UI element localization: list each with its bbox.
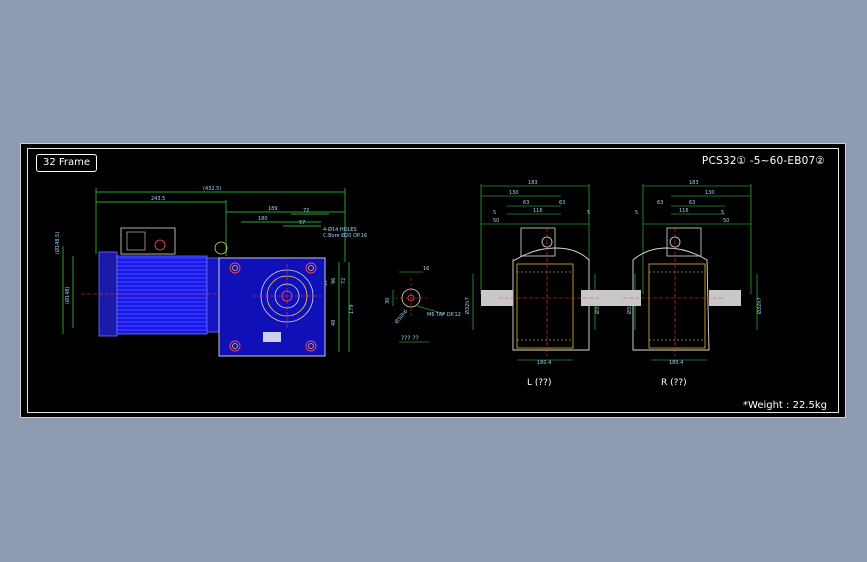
side-view-dimension-text: 4-Ø14 HOLES	[323, 226, 357, 233]
view-r-dimension-text: 180.4	[669, 360, 683, 366]
view-r-caption: R (??)	[661, 378, 687, 388]
side-view-dimension-text: 48	[331, 320, 337, 326]
view-l-dimension-text: 183	[528, 180, 538, 186]
view-r-dimension-text: Ø32h7	[756, 297, 763, 314]
side-view-dimension-text: (432.5)	[203, 186, 221, 192]
view-l-dimension-text: 50	[493, 218, 499, 224]
shaft-detail-label: 16	[423, 266, 429, 272]
side-view-dimension-text: 57	[323, 280, 329, 286]
motor-body	[81, 227, 228, 337]
view-l-dimension-text: 116	[533, 208, 543, 214]
side-view-dimension-text: 57	[299, 220, 305, 226]
view-r-dimension-text: 130	[705, 190, 715, 196]
view-r-dimension-texts: 183 130 63 63 116 5 5 50 Ø32h7 Ø32h7 180…	[626, 180, 763, 366]
drawing-border	[27, 148, 839, 413]
view-l: 183 130 63 63 116 5 5 50 Ø32h7 Ø32h7 180…	[464, 180, 611, 388]
view-l-dimension-text: Ø32h7	[464, 297, 471, 314]
shaft-detail: 16 30 Ø30h6 M6 TAP DP.12 ??? ??	[385, 266, 461, 343]
side-view-dimension-text: 179	[349, 304, 355, 314]
view-r-dimension-text: 183	[689, 180, 699, 186]
side-view-dimension-text: 243.5	[151, 196, 165, 202]
side-view-dimension-text: 189	[268, 206, 278, 212]
side-view-dimension-text: 96	[331, 278, 337, 284]
view-r-dimension-text: 50	[723, 218, 729, 224]
view-l-dimension-text: 130	[509, 190, 519, 196]
shaft-detail-labels: 16 30 Ø30h6 M6 TAP DP.12	[385, 266, 461, 325]
view-l-dimension-text: 5	[493, 210, 496, 216]
side-view-dimension-text: (Ø148.5)	[54, 232, 61, 254]
shaft-detail-caption: ??? ??	[401, 335, 419, 342]
view-l-caption: L (??)	[527, 378, 551, 388]
shaft-detail-label: Ø30h6	[393, 308, 409, 325]
view-l-dimension-texts: 183 130 63 63 116 5 5 50 Ø32h7 Ø32h7 180…	[464, 180, 601, 366]
model-code: PCS32① -5~60-EB07②	[701, 155, 825, 167]
view-l-dimension-text: 180.4	[537, 360, 551, 366]
shaft-detail-label: M6 TAP DP.12	[427, 312, 461, 318]
view-l-dimension-text: 63	[559, 200, 565, 206]
side-view: (432.5) 243.5 189 180 72 57 (Ø148.5) (Ø1…	[54, 186, 367, 357]
view-r-dimension-text: 63	[657, 200, 663, 206]
side-view-dimension-text: 180	[258, 216, 268, 222]
side-view-dimension-text: 72	[341, 278, 347, 284]
view-r-dimension-text: 5	[721, 210, 724, 216]
view-r-dimension-text: 63	[689, 200, 695, 206]
view-r: 183 130 63 63 116 5 5 50 Ø32h7 Ø32h7 180…	[611, 180, 763, 388]
cad-drawing-sheet: 32 Frame PCS32① -5~60-EB07② *Weight : 22…	[20, 143, 846, 418]
drawing-views: (432.5) 243.5 189 180 72 57 (Ø148.5) (Ø1…	[54, 180, 763, 388]
frame-label: 32 Frame	[36, 154, 98, 172]
side-view-dimension-text: 72	[303, 208, 309, 214]
side-view-dimension-lines	[62, 188, 350, 352]
view-r-dimension-lines	[634, 184, 758, 361]
side-view-dimension-text: (Ø148)	[64, 287, 71, 304]
view-l-dimension-text: 5	[587, 210, 590, 216]
view-l-dimension-text: 63	[523, 200, 529, 206]
shaft-detail-label: 30	[385, 298, 391, 304]
side-view-dimension-text: C.Bore Ø20 DP.16	[323, 232, 367, 239]
weight-label: *Weight : 22.5kg	[743, 400, 827, 411]
view-r-dimension-text: 5	[635, 210, 638, 216]
view-r-dimension-text: 116	[679, 208, 689, 214]
gearbox-face	[218, 257, 326, 357]
